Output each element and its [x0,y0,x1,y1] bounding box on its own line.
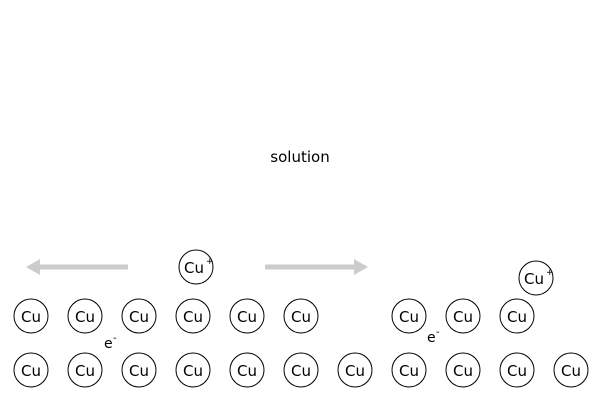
atom-label: Cu [129,362,149,380]
left-arrow [26,259,128,275]
atom-circle [13,298,49,334]
copper-atom: Cu [13,298,49,334]
atom-circle [121,352,157,388]
copper-atom: Cu [283,298,319,334]
copper-atom: Cu [499,352,535,388]
atom-label: Cu [561,362,581,380]
atom-circle [13,352,49,388]
atom-label: Cu [453,308,473,326]
copper-atom: Cu [121,352,157,388]
atom-row-bottom: Cu Cu Cu Cu Cu Cu Cu Cu Cu Cu Cu [13,352,589,388]
copper-atom: Cu [445,298,481,334]
ion-charge: + [546,268,554,278]
atom-circle [499,298,535,334]
atom-label: Cu [129,308,149,326]
copper-atom: Cu [13,352,49,388]
ion-charge: + [206,257,214,267]
atom-circle [391,298,427,334]
copper-atom: Cu [337,352,373,388]
copper-atom: Cu [67,352,103,388]
atom-circle [445,298,481,334]
svg-text:Cu: Cu [524,270,544,288]
copper-atom: Cu [445,352,481,388]
electron: e - [104,333,117,352]
copper-atom: Cu [67,298,103,334]
atom-label: Cu [237,308,257,326]
atom-label: Cu [21,362,41,380]
atom-label: Cu [21,308,41,326]
copper-atom: Cu [391,352,427,388]
atom-label: Cu [237,362,257,380]
atom-label: Cu [75,308,95,326]
copper-atom: Cu [229,298,265,334]
atom-label: Cu [399,362,419,380]
atom-label: Cu [507,362,527,380]
copper-atom: Cu [121,298,157,334]
atom-circle [499,352,535,388]
copper-atom: Cu [175,298,211,334]
atom-label: Cu [453,362,473,380]
atom-circle [175,298,211,334]
atom-circle [229,298,265,334]
copper-atom: Cu [283,352,319,388]
atom-circle [337,352,373,388]
copper-atom: Cu [391,298,427,334]
electron: e - [427,327,440,346]
copper-ion: Cu + [178,249,214,285]
atom-label: Cu [183,362,203,380]
atom-circle [67,298,103,334]
ion-base: Cu [184,259,204,277]
ion-base: Cu [524,270,544,288]
copper-atom: Cu [229,352,265,388]
atom-label: Cu [183,308,203,326]
atom-label: Cu [291,308,311,326]
atom-circle [283,352,319,388]
copper-atom: Cu [175,352,211,388]
solution-label: solution [270,148,329,166]
copper-atom: Cu [553,352,589,388]
atom-row-top: Cu Cu Cu Cu Cu Cu Cu Cu Cu [13,298,535,334]
atom-circle [229,352,265,388]
electron-base: e [104,336,113,352]
atom-label: Cu [507,308,527,326]
copper-atom: Cu [499,298,535,334]
atom-label: Cu [345,362,365,380]
atom-circle [391,352,427,388]
electron-charge: - [113,333,117,344]
atom-circle [175,352,211,388]
atom-label: Cu [291,362,311,380]
copper-ion: Cu + [518,260,554,296]
atom-circle [67,352,103,388]
atom-circle [121,298,157,334]
electron-base: e [427,330,436,346]
atom-label: Cu [399,308,419,326]
svg-text:Cu: Cu [184,259,204,277]
atom-circle [283,298,319,334]
right-arrow [265,259,368,275]
electron-charge: - [436,327,440,338]
atom-circle [553,352,589,388]
atom-label: Cu [75,362,95,380]
atom-circle [445,352,481,388]
